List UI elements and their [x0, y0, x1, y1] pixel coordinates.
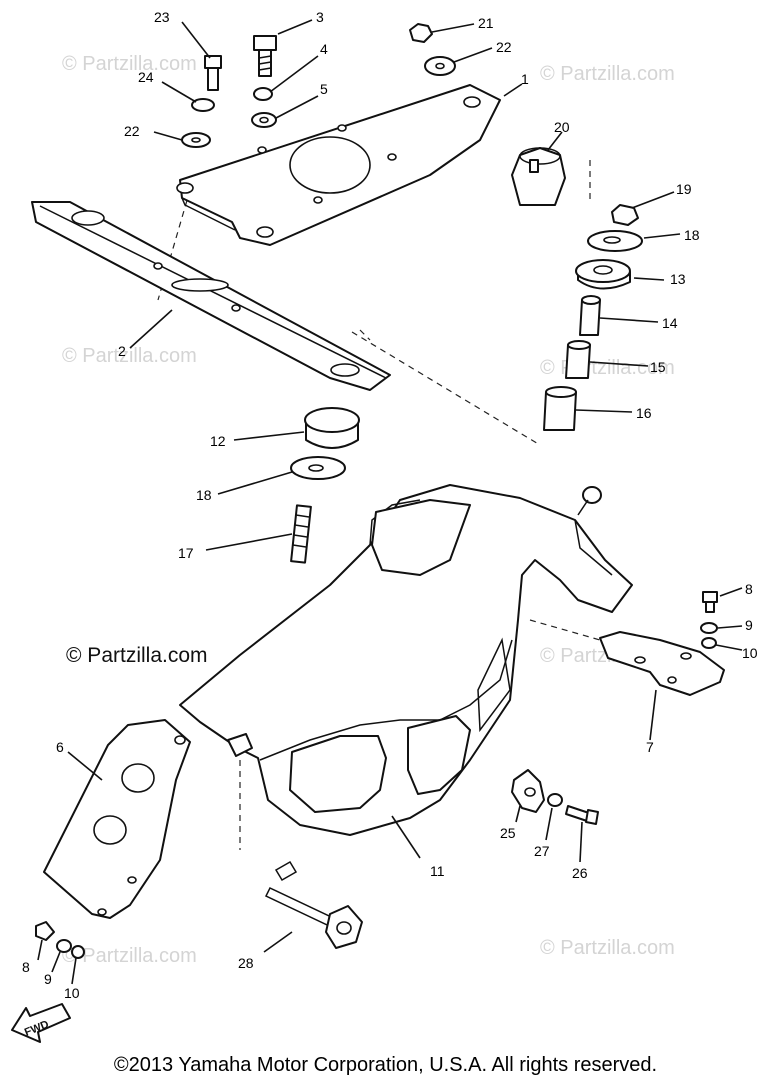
bolt-part-23 [204, 55, 222, 91]
washer-part-22-right [424, 56, 456, 76]
callout-2: 2 [118, 343, 126, 359]
callout-numbers: 1 2 3 4 5 6 7 8 9 10 8 9 10 11 12 13 14 … [22, 9, 758, 1001]
callout-18-right: 18 [684, 227, 700, 243]
washer-part-27 [547, 793, 563, 807]
callout-leaders [37, 19, 743, 985]
lock-washer-part-24 [191, 98, 215, 112]
collar-part-14 [579, 295, 601, 336]
callout-13: 13 [670, 271, 686, 287]
bracket-part-7 [599, 631, 725, 696]
washer-part-22-left [181, 132, 211, 148]
nut-part-10-left [71, 945, 85, 959]
washer-part-18-left [290, 456, 346, 480]
bolt-part-8-right [702, 591, 718, 613]
callout-27: 27 [534, 843, 550, 859]
forward-direction-arrow: FWD [11, 1003, 71, 1043]
nut-part-21 [409, 23, 433, 43]
callout-19: 19 [676, 181, 692, 197]
callout-1: 1 [521, 71, 529, 87]
callout-16: 16 [636, 405, 652, 421]
lock-washer-part-9-right [700, 622, 718, 634]
lock-washer-part-9-left [56, 939, 72, 953]
mounting-channel [31, 201, 391, 391]
callout-5: 5 [320, 81, 328, 97]
rubber-cushion-part-13 [575, 259, 631, 290]
lock-washer-part-4 [253, 87, 273, 101]
watermark-text: © Partzilla.com [540, 937, 675, 959]
watermark-text: © Partzilla.com [62, 345, 197, 367]
callout-24: 24 [138, 69, 154, 85]
watermark-text: © Partzilla.com [62, 53, 197, 75]
callout-10-right: 10 [742, 645, 758, 661]
nut-part-19 [611, 204, 639, 226]
callout-25: 25 [500, 825, 516, 841]
callout-28: 28 [238, 955, 254, 971]
callout-6: 6 [56, 739, 64, 755]
callout-9-left: 9 [44, 971, 52, 987]
bracket-part-6 [43, 719, 191, 919]
rubber-mount-part-20 [511, 147, 566, 206]
callout-26: 26 [572, 865, 588, 881]
callout-22-right: 22 [496, 39, 512, 55]
engine-mount-plate [176, 84, 501, 246]
callout-4: 4 [320, 41, 328, 57]
collar-part-16 [543, 386, 577, 431]
main-frame-part-11 [179, 484, 633, 836]
callout-22-left: 22 [124, 123, 140, 139]
callout-15: 15 [650, 359, 666, 375]
washer-part-5 [251, 112, 277, 128]
callout-17: 17 [178, 545, 194, 561]
pin-part-28 [264, 860, 363, 949]
callout-9-right: 9 [745, 617, 753, 633]
callout-7: 7 [646, 739, 654, 755]
watermark-text-dark: © Partzilla.com [66, 644, 208, 667]
callout-11: 11 [430, 863, 445, 879]
washer-part-18-right [587, 230, 643, 252]
callout-8-left: 8 [22, 959, 30, 975]
watermark-text: © Partzilla.com [540, 63, 675, 85]
collar-part-15 [565, 340, 591, 379]
bolt-part-3 [253, 35, 277, 77]
rubber-cushion-part-12 [304, 407, 360, 449]
callout-21: 21 [478, 15, 494, 31]
bolt-part-26 [565, 805, 599, 825]
watermark-text: © Partzilla.com [62, 945, 197, 967]
callout-10-left: 10 [64, 985, 80, 1001]
nut-part-10-right [701, 637, 717, 649]
bolt-part-8-left [35, 921, 55, 941]
stud-part-17 [290, 504, 312, 564]
callout-8-right: 8 [745, 581, 753, 597]
copyright-notice: ©2013 Yamaha Motor Corporation, U.S.A. A… [113, 1054, 658, 1076]
callout-18-left: 18 [196, 487, 212, 503]
callout-3: 3 [316, 9, 324, 25]
callout-12: 12 [210, 433, 226, 449]
guide-part-25 [511, 769, 545, 813]
callout-20: 20 [554, 119, 570, 135]
callout-14: 14 [662, 315, 678, 331]
callout-23: 23 [154, 9, 170, 25]
